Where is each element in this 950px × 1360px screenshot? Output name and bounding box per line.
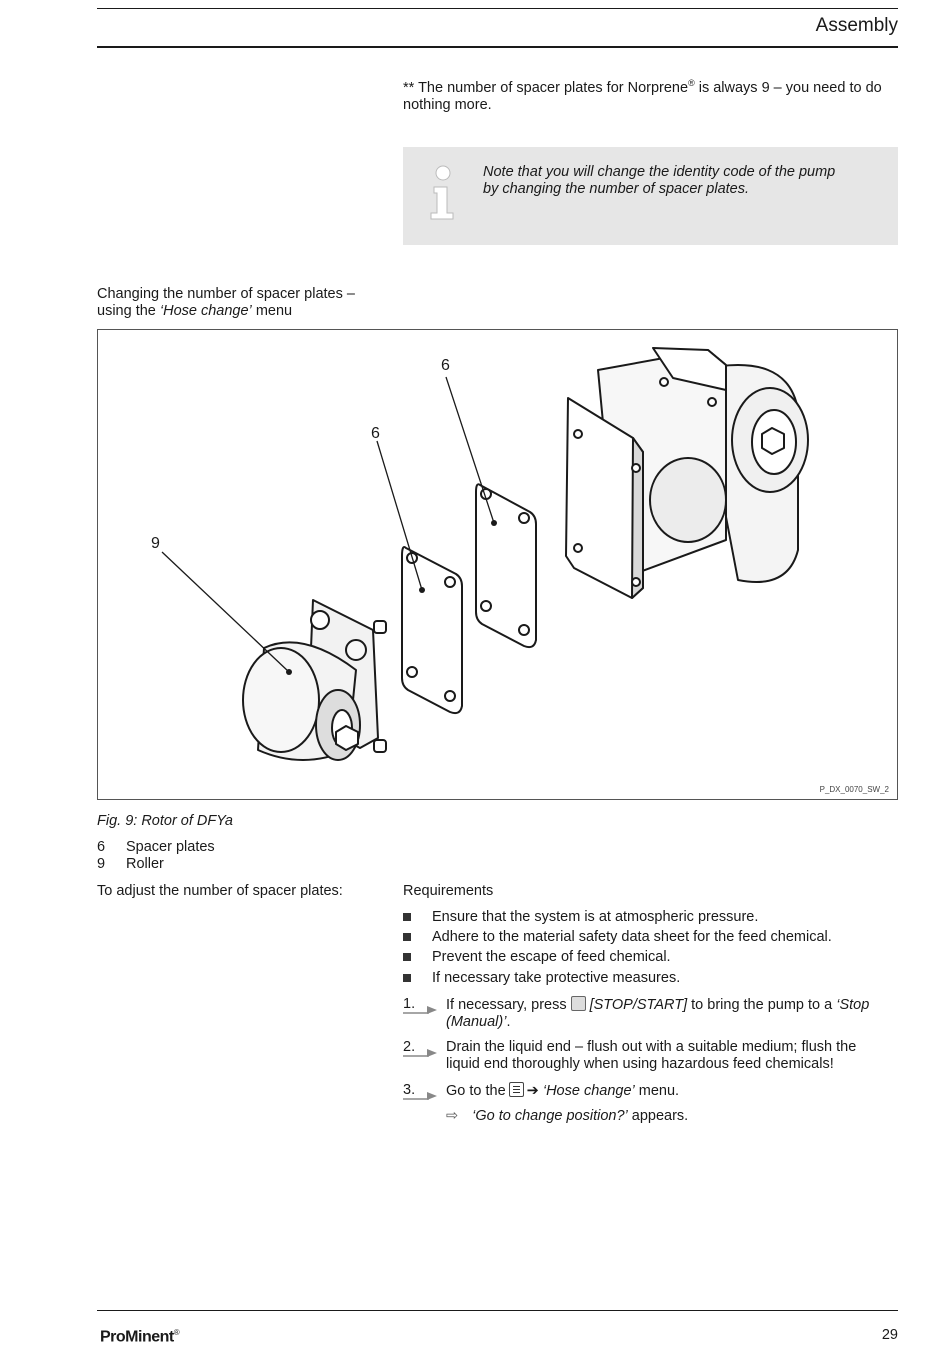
bullet-square-icon xyxy=(403,933,411,941)
callout-nine: 9 xyxy=(151,535,160,552)
header-top-rule xyxy=(97,8,898,9)
step-result: ⇨‘Go to change position?’ appears. xyxy=(446,1108,689,1124)
menu-name: ‘Hose change’ xyxy=(159,303,252,319)
footnote-marker: ** xyxy=(403,79,415,96)
step-number: 3. xyxy=(403,1082,416,1098)
bullet-square-icon xyxy=(403,913,411,921)
rotor-housing xyxy=(565,347,809,599)
section-title: Assembly xyxy=(815,15,898,36)
figure-rotor: 6 6 9 P_DX_0070_SW_2 xyxy=(97,329,898,800)
spacer-plate-rear xyxy=(475,483,537,649)
note-text: Note that you will change the identity c… xyxy=(483,164,836,197)
bullet-square-icon xyxy=(403,953,411,961)
registered-mark: ® xyxy=(688,78,695,88)
footer-rule xyxy=(97,1310,898,1311)
roller-assembly xyxy=(242,599,387,761)
footnote: ** The number of spacer plates for Norpr… xyxy=(403,78,882,113)
step-arrow-icon xyxy=(403,1006,437,1014)
procedure-heading: To adjust the number of spacer plates: xyxy=(97,883,343,899)
stop-start-key-icon xyxy=(570,996,586,1011)
key-name: [STOP/START] xyxy=(589,997,688,1013)
result-arrow-icon: ⇨ xyxy=(446,1108,459,1124)
menu-name: ‘Hose change’ xyxy=(542,1083,635,1099)
step-arrow-icon xyxy=(403,1049,437,1057)
step-arrow-icon xyxy=(403,1092,437,1100)
step-number: 2. xyxy=(403,1039,416,1055)
header-bottom-rule xyxy=(97,46,898,48)
figure-image-id: P_DX_0070_SW_2 xyxy=(819,785,889,794)
callout-top-six: 6 xyxy=(441,357,450,374)
info-icon xyxy=(430,165,454,220)
spacer-plate-front xyxy=(401,546,463,715)
callout-mid-six: 6 xyxy=(371,425,380,442)
page-number: 29 xyxy=(881,1327,898,1343)
step-number: 1. xyxy=(403,996,416,1012)
figure-caption: Fig. 9: Rotor of DFYa xyxy=(97,813,233,829)
bullet-square-icon xyxy=(403,974,411,982)
note-box: Note that you will change the identity c… xyxy=(403,147,898,245)
menu-icon xyxy=(508,1082,524,1097)
subheading: Changing the number of spacer plates – u… xyxy=(97,286,355,319)
arrow-right-icon: ➔ xyxy=(526,1083,539,1099)
brand-logo: ProMinent® xyxy=(100,1328,180,1346)
rotor-drawing: 6 6 9 xyxy=(151,347,809,761)
requirements-label: Requirements xyxy=(403,883,494,899)
